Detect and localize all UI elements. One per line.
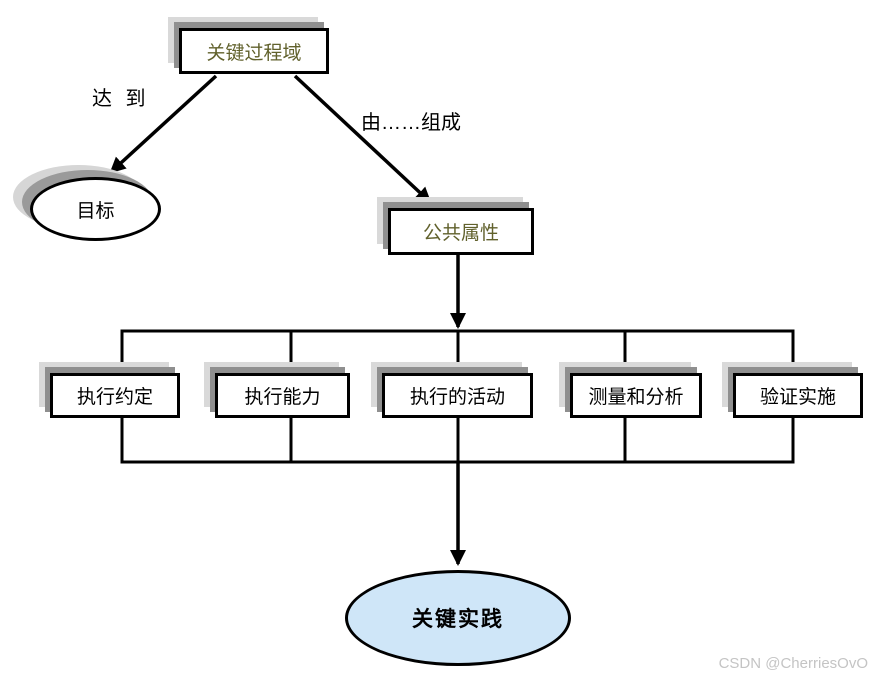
node-verifying-implementation: 验证实施 (733, 373, 863, 418)
node-key-practice: 关键实践 (345, 570, 571, 666)
node-ability-to-perform: 执行能力 (215, 373, 350, 418)
node-goal: 目标 (30, 177, 161, 241)
node-measurement-analysis: 测量和分析 (570, 373, 702, 418)
edge-kpa-to-goal (109, 74, 218, 174)
edge-label-achieve: 达 到 (92, 88, 150, 110)
node-activities-performed: 执行的活动 (382, 373, 533, 418)
csdn-watermark: CSDN @CherriesOvO (718, 655, 868, 672)
node-commitment-to-perform: 执行约定 (50, 373, 180, 418)
edge-kpa-to-common (293, 74, 432, 204)
edge-label-composed-of: 由……组成 (361, 112, 461, 134)
node-common-attributes: 公共属性 (388, 208, 534, 255)
node-key-process-area: 关键过程域 (179, 28, 329, 74)
